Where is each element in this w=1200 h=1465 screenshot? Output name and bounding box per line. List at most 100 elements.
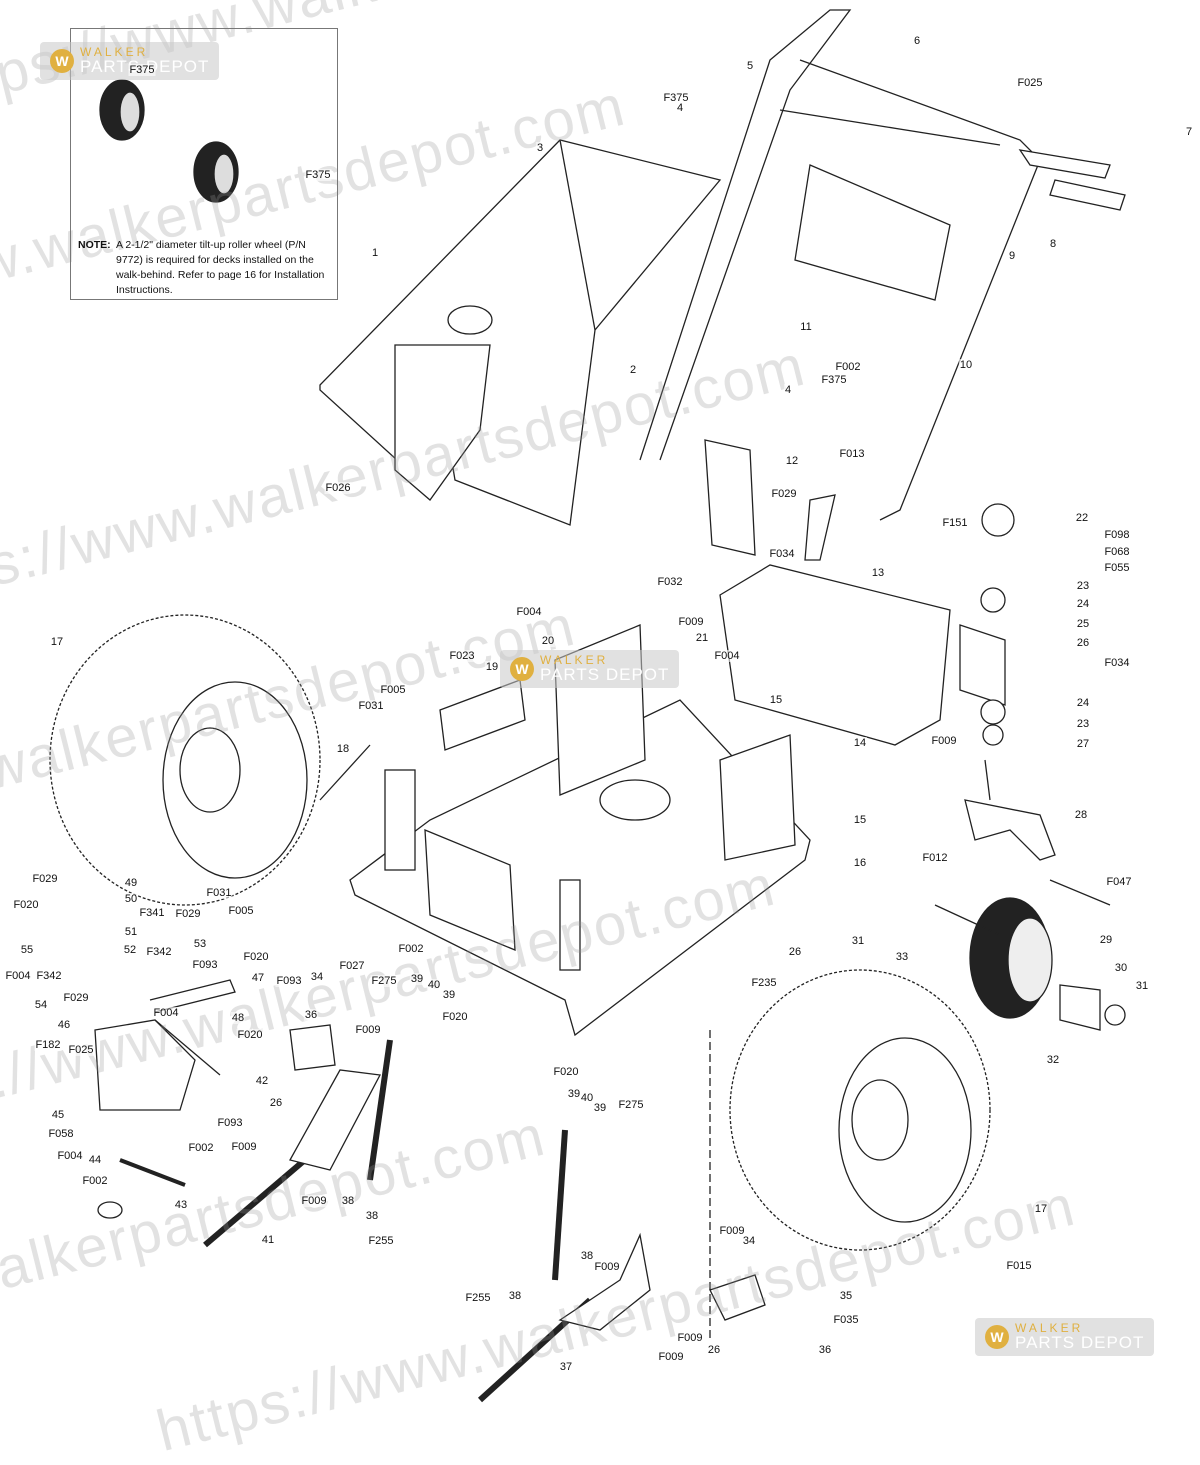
- callout-label: F342: [145, 946, 173, 958]
- callout-label: 12: [784, 455, 800, 467]
- callout-label: F093: [216, 1117, 244, 1129]
- callout-label: F020: [12, 899, 40, 911]
- callout-label: F025: [67, 1044, 95, 1056]
- callout-label: 2: [628, 364, 638, 376]
- callout-label: 26: [706, 1344, 722, 1356]
- callout-label: F047: [1105, 876, 1133, 888]
- callout-label: F012: [921, 852, 949, 864]
- linkage: [94, 979, 766, 1403]
- callout-label: F375: [820, 374, 848, 386]
- walker-decal: [447, 305, 493, 335]
- callout-label: F055: [1103, 562, 1131, 574]
- callout-label: F002: [81, 1175, 109, 1187]
- right-tire: [709, 969, 991, 1340]
- callout-label: F009: [593, 1261, 621, 1273]
- callout-label: 13: [870, 567, 886, 579]
- callout-label: F002: [187, 1142, 215, 1154]
- callout-label: F151: [941, 517, 969, 529]
- callout-label: 33: [894, 951, 910, 963]
- callout-label: 26: [787, 946, 803, 958]
- callout-label: 27: [1075, 738, 1091, 750]
- callout-label: 16: [852, 857, 868, 869]
- callout-label: F098: [1103, 529, 1131, 541]
- callout-label: 41: [260, 1234, 276, 1246]
- callout-label: 52: [122, 944, 138, 956]
- callout-label: 15: [768, 694, 784, 706]
- callout-label: 45: [50, 1109, 66, 1121]
- callout-label: F182: [34, 1039, 62, 1051]
- callout-label: F093: [191, 959, 219, 971]
- callout-label: F029: [62, 992, 90, 1004]
- callout-label: F004: [713, 650, 741, 662]
- logo-line1: WALKER: [540, 653, 609, 667]
- callout-label: F013: [838, 448, 866, 460]
- callout-label: F005: [227, 905, 255, 917]
- callout-label: 32: [1045, 1054, 1061, 1066]
- callout-label: F032: [656, 576, 684, 588]
- callout-label: F020: [242, 951, 270, 963]
- callout-label: 4: [783, 384, 793, 396]
- callout-label: F004: [56, 1150, 84, 1162]
- callout-label: 36: [303, 1009, 319, 1021]
- callout-label: F034: [768, 548, 796, 560]
- logo-line2: PARTS DEPOT: [1015, 1333, 1145, 1352]
- callout-label: F026: [324, 482, 352, 494]
- handle-assembly: [639, 9, 1126, 561]
- callout-label: F020: [236, 1029, 264, 1041]
- callout-label: F093: [275, 975, 303, 987]
- callout-label: 25: [1075, 618, 1091, 630]
- callout-label: F058: [47, 1128, 75, 1140]
- callout-label: 34: [741, 1235, 757, 1247]
- callout-label: 17: [1033, 1203, 1049, 1215]
- callout-label: F375: [128, 64, 156, 76]
- callout-label: 31: [1134, 980, 1150, 992]
- parts-diagram: [49, 9, 1126, 1403]
- callout-label: F275: [617, 1099, 645, 1111]
- callout-label: F020: [552, 1066, 580, 1078]
- callout-label: 26: [268, 1097, 284, 1109]
- callout-label: F009: [300, 1195, 328, 1207]
- callout-label: 14: [852, 737, 868, 749]
- callout-label: 24: [1075, 697, 1091, 709]
- callout-label: 49: [123, 877, 139, 889]
- callout-label: 38: [340, 1195, 356, 1207]
- callout-label: 35: [838, 1290, 854, 1302]
- callout-label: 39: [409, 973, 425, 985]
- caster-wheel: [934, 879, 1126, 1031]
- callout-label: 46: [56, 1019, 72, 1031]
- callout-label: 7: [1184, 126, 1194, 138]
- logo-line1: WALKER: [80, 45, 149, 59]
- callout-label: 53: [192, 938, 208, 950]
- callout-label: 22: [1074, 512, 1090, 524]
- callout-label: 39: [566, 1088, 582, 1100]
- callout-label: F009: [930, 735, 958, 747]
- callout-label: 36: [817, 1344, 833, 1356]
- callout-label: 24: [1075, 598, 1091, 610]
- callout-label: F375: [662, 92, 690, 104]
- callout-label: F031: [205, 887, 233, 899]
- callout-label: 21: [694, 632, 710, 644]
- callout-label: 3: [535, 142, 545, 154]
- callout-label: F031: [357, 700, 385, 712]
- logo-mark: W: [510, 657, 534, 681]
- callout-label: F009: [657, 1351, 685, 1363]
- callout-label: 28: [1073, 809, 1089, 821]
- callout-label: 30: [1113, 962, 1129, 974]
- callout-label: 38: [579, 1250, 595, 1262]
- callout-label: 8: [1048, 238, 1058, 250]
- callout-label: 29: [1098, 934, 1114, 946]
- callout-label: F235: [750, 977, 778, 989]
- left-tire: [49, 614, 371, 906]
- callout-label: F009: [677, 616, 705, 628]
- callout-label: 44: [87, 1154, 103, 1166]
- deck-shield: [319, 139, 722, 526]
- callout-label: F342: [35, 970, 63, 982]
- callout-label: 18: [335, 743, 351, 755]
- callout-label: F255: [464, 1292, 492, 1304]
- callout-label: 39: [441, 989, 457, 1001]
- callout-label: F035: [832, 1314, 860, 1326]
- callout-label: 5: [745, 60, 755, 72]
- callout-label: F025: [1016, 77, 1044, 89]
- logo-mark: W: [985, 1325, 1009, 1349]
